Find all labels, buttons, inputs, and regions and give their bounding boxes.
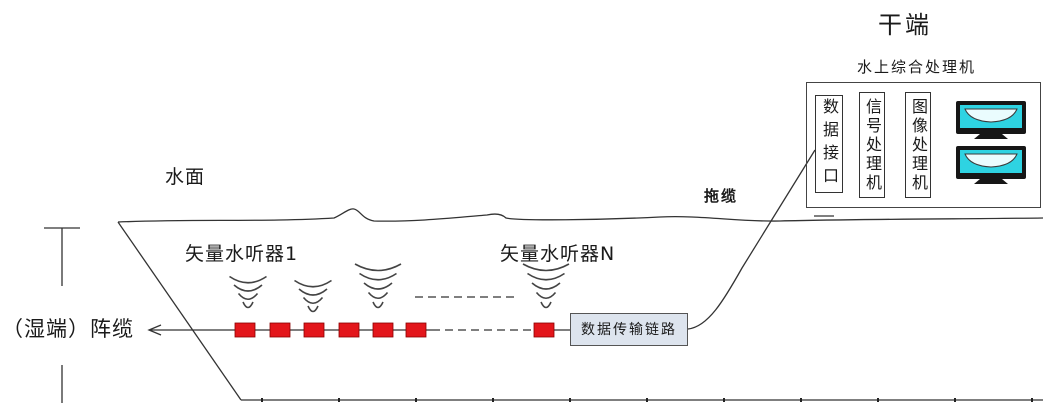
sound-wave-arc xyxy=(540,301,552,309)
monitor-screen-image xyxy=(964,153,1018,168)
sound-wave-icon xyxy=(229,275,267,309)
surface-processor-box: 数据接口 信号处理机 图像处理机 xyxy=(806,82,1041,208)
data-interface-label: 数据接口 xyxy=(820,98,839,190)
sound-wave-arc xyxy=(237,292,259,301)
hydrophone-last-label: 矢量水听器N xyxy=(500,243,616,265)
hydrophone-marker xyxy=(303,322,325,338)
signal-processor-module: 信号处理机 xyxy=(859,92,885,198)
monitor-stand xyxy=(974,134,1008,139)
sound-wave-arc xyxy=(531,282,561,290)
sound-wave-arc xyxy=(307,305,319,313)
sound-wave-icon xyxy=(294,279,332,313)
hydrophone-marker xyxy=(405,322,427,338)
tow-cable-label: 拖缆 xyxy=(704,187,739,205)
signal-processor-label: 信号处理机 xyxy=(863,97,882,193)
sound-wave-arc xyxy=(242,301,254,309)
water-surface-label: 水面 xyxy=(165,166,206,188)
processor-title: 水上综合处理机 xyxy=(857,58,977,76)
monitor-icon xyxy=(956,146,1026,184)
hydrophone-marker xyxy=(269,322,291,338)
basin-left-slope xyxy=(117,221,242,401)
sound-wave-arc xyxy=(372,301,384,309)
sound-wave-icon xyxy=(354,263,402,309)
sound-wave-arc xyxy=(535,291,557,300)
hydrophone-first-label: 矢量水听器1 xyxy=(185,243,299,265)
sound-wave-arc xyxy=(298,288,328,296)
image-processor-module: 图像处理机 xyxy=(905,92,931,198)
sound-wave-arc xyxy=(302,296,324,305)
monitor-stand xyxy=(974,179,1008,184)
sound-wave-arc xyxy=(522,263,570,272)
wet-end-array-cable-label: （湿端）阵缆 xyxy=(2,317,134,341)
dry-end-title: 干端 xyxy=(878,11,932,39)
sound-wave-arc xyxy=(527,272,565,281)
sound-wave-arc xyxy=(359,272,397,281)
monitor-icon xyxy=(956,101,1026,139)
monitor-screen-image xyxy=(964,108,1018,123)
display-group xyxy=(956,101,1026,184)
hydrophone-marker xyxy=(372,322,394,338)
sound-wave-arc xyxy=(294,279,332,288)
data-transmission-link-label: 数据传输链路 xyxy=(581,321,677,338)
array-cable-arrowhead xyxy=(147,324,162,336)
hydrophone-marker xyxy=(338,322,360,338)
sound-wave-arc xyxy=(354,263,402,272)
tow-cable-line xyxy=(687,149,816,330)
hydrophone-marker xyxy=(234,322,256,338)
sound-wave-arc xyxy=(367,291,389,300)
image-processor-label: 图像处理机 xyxy=(909,97,928,193)
sound-wave-arc xyxy=(229,275,267,284)
data-transmission-link-box: 数据传输链路 xyxy=(570,313,688,346)
water-surface-line xyxy=(117,208,1044,223)
sound-wave-arc xyxy=(233,284,263,292)
hydrophone-marker-n xyxy=(533,322,555,338)
sound-wave-icon xyxy=(522,263,570,309)
data-interface-module: 数据接口 xyxy=(815,95,843,193)
sound-wave-arc xyxy=(363,282,393,290)
